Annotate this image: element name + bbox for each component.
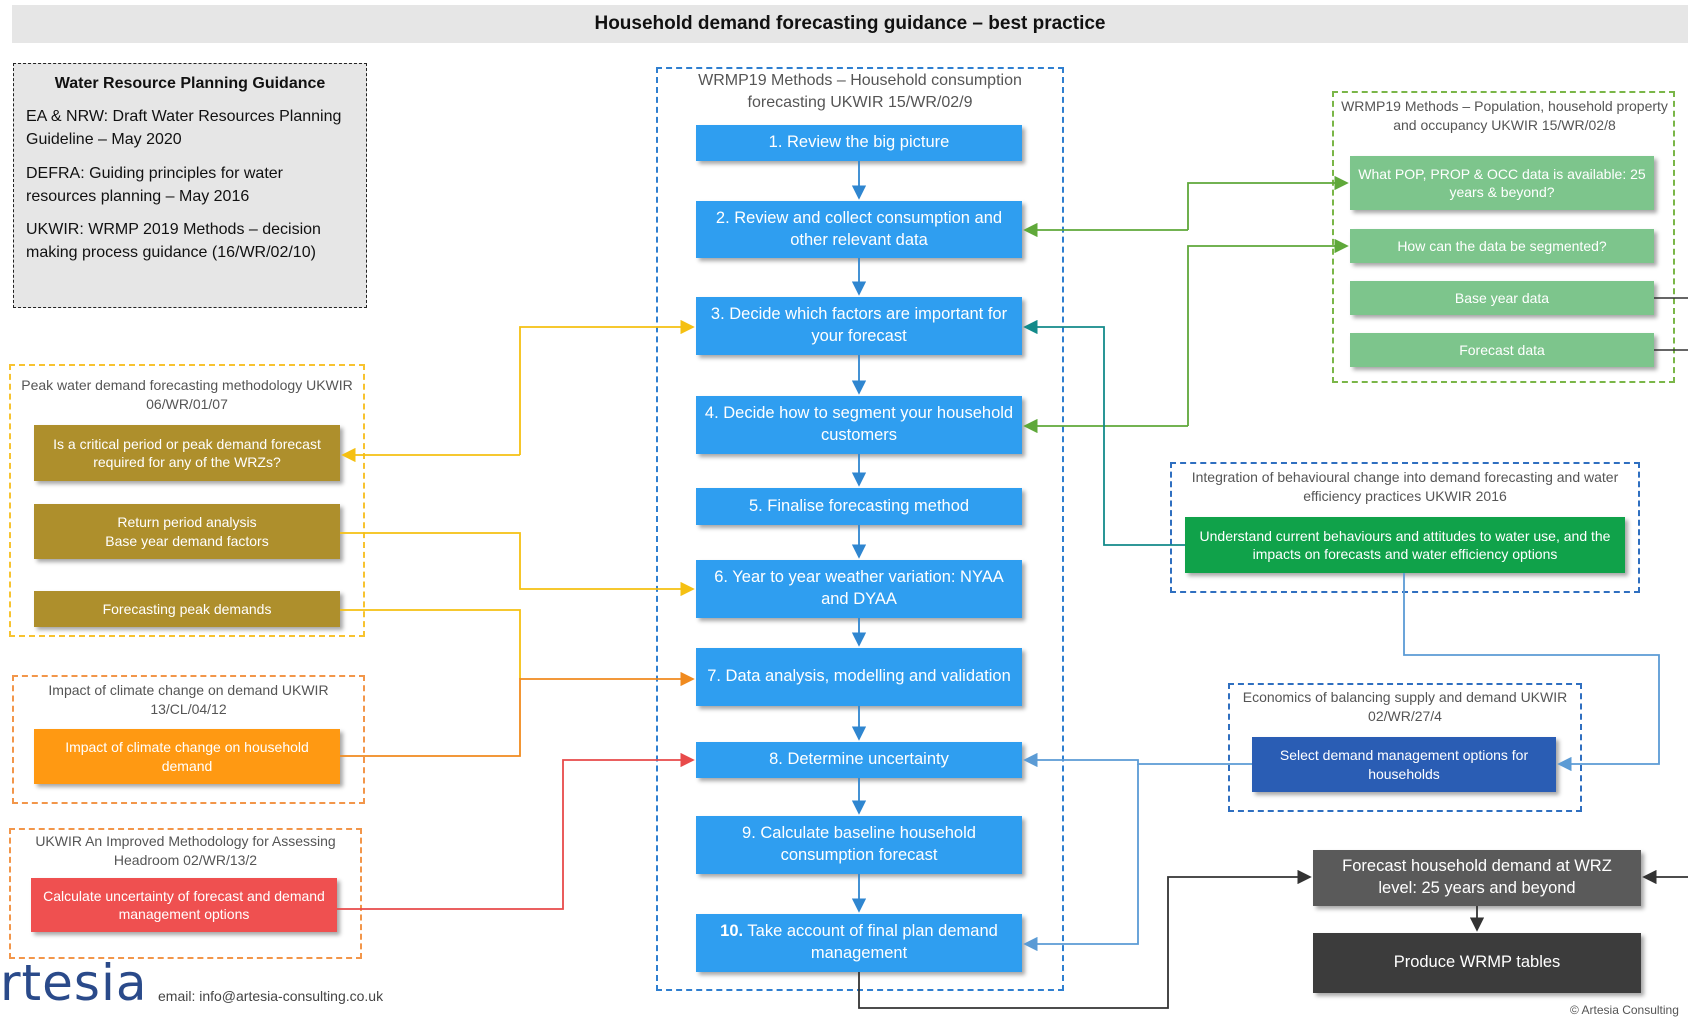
return-period-box[interactable]: Return period analysis Base year demand …: [34, 504, 340, 559]
box-text: Forecast data: [1459, 341, 1545, 358]
central-group: [656, 67, 1064, 991]
behaviour-link: [1023, 319, 1185, 546]
pop-data-box[interactable]: What POP, PROP & OCC data is available: …: [1350, 156, 1654, 210]
box-text: Forecasting peak demands: [102, 600, 272, 617]
demand-management-links: [1023, 573, 1660, 952]
segmentation-box[interactable]: How can the data be segmented?: [1350, 229, 1654, 263]
step-text: Take account of final plan demand manage…: [743, 922, 998, 962]
step-6[interactable]: 6. Year to year weather variation: NYAA …: [696, 560, 1022, 618]
step-text: 9. Calculate baseline household consumpt…: [742, 824, 976, 864]
step-8[interactable]: 8. Determine uncertainty: [696, 742, 1022, 778]
step-2[interactable]: 2. Review and collect consumption and ot…: [696, 201, 1022, 258]
artesia-logo: rtesia: [0, 954, 148, 1012]
step-10[interactable]: 10. Take account of final plan demand ma…: [696, 914, 1022, 972]
box-text: Impact of climate change on household de…: [65, 739, 309, 774]
step-text: 6. Year to year weather variation: NYAA …: [714, 568, 1004, 608]
population-group-label: WRMP19 Methods – Population, household p…: [1341, 98, 1668, 133]
population-links: [1023, 175, 1349, 434]
behaviour-group: [1170, 462, 1640, 593]
box-text: Produce WRMP tables: [1393, 953, 1561, 972]
climate-change-box[interactable]: Impact of climate change on household de…: [34, 729, 340, 784]
step-text: 3. Decide which factors are important fo…: [710, 305, 1008, 345]
step-text: 2. Review and collect consumption and ot…: [715, 208, 1003, 249]
headroom-link: [337, 752, 695, 910]
population-output-links: [1654, 297, 1688, 351]
guidance-heading: Water Resource Planning Guidance: [54, 75, 326, 92]
demand-management-box[interactable]: Select demand management options for hou…: [1252, 737, 1556, 792]
step-9[interactable]: 9. Calculate baseline household consumpt…: [696, 816, 1022, 874]
step-text: 5. Finalise forecasting method: [748, 496, 970, 515]
box-text: How can the data be segmented?: [1397, 237, 1607, 254]
behaviour-group-label: Integration of behavioural change into d…: [1191, 469, 1619, 504]
base-year-box[interactable]: Base year data: [1350, 281, 1654, 315]
wrmp-tables-box[interactable]: Produce WRMP tables: [1313, 933, 1641, 993]
step-text: 8. Determine uncertainty: [769, 750, 949, 769]
box-text: Calculate uncertainty of forecast and de…: [43, 887, 325, 922]
population-group: [1332, 91, 1675, 383]
box-text: Base year data: [1454, 289, 1550, 306]
climate-group-label: Impact of climate change on demand UKWIR…: [48, 682, 329, 717]
box-text: Select demand management options for hou…: [1279, 747, 1529, 782]
step-text: 10. Take account of final plan demand ma…: [704, 921, 1014, 965]
economics-group-label: Economics of balancing supply and demand…: [1242, 689, 1568, 724]
critical-period-box[interactable]: Is a critical period or peak demand fore…: [34, 425, 340, 481]
peak-links: [340, 319, 695, 679]
page-title: Household demand forecasting guidance – …: [12, 5, 1688, 43]
climate-link: [340, 671, 695, 757]
box-text: Understand current behaviours and attitu…: [1199, 527, 1611, 562]
guidance-item: UKWIR: WRMP 2019 Methods – decision maki…: [26, 220, 321, 262]
box-text: Forecast household demand at WRZ level: …: [1342, 857, 1612, 897]
output-links: [858, 869, 1688, 1009]
step-1[interactable]: 1. Review the big picture: [696, 125, 1022, 161]
forecasting-peak-box[interactable]: Forecasting peak demands: [34, 591, 340, 627]
forecast-wrz-box[interactable]: Forecast household demand at WRZ level: …: [1313, 850, 1641, 906]
headroom-group-label: UKWIR An Improved Methodology for Assess…: [35, 833, 336, 868]
step-3[interactable]: 3. Decide which factors are important fo…: [696, 297, 1022, 355]
step-5[interactable]: 5. Finalise forecasting method: [696, 488, 1022, 525]
step-text: 7. Data analysis, modelling and validati…: [707, 667, 1011, 686]
guidance-panel: Water Resource Planning Guidance EA & NR…: [13, 63, 367, 308]
step-4[interactable]: 4. Decide how to segment your household …: [696, 396, 1022, 454]
behaviour-box[interactable]: Understand current behaviours and attitu…: [1185, 517, 1625, 573]
step-text: 4. Decide how to segment your household …: [704, 404, 1014, 444]
step-text: 1. Review the big picture: [768, 133, 950, 152]
economics-group: [1228, 683, 1582, 812]
guidance-item: DEFRA: Guiding principles for water reso…: [26, 164, 283, 205]
peak-group-label: Peak water demand forecasting methodolog…: [21, 377, 353, 412]
uncertainty-box[interactable]: Calculate uncertainty of forecast and de…: [31, 878, 337, 932]
contact-email[interactable]: email: info@artesia-consulting.co.uk: [158, 988, 384, 1004]
climate-group: [12, 675, 365, 804]
peak-group: [9, 364, 365, 637]
step-number: 10.: [720, 922, 744, 941]
box-text: Is a critical period or peak demand fore…: [53, 435, 321, 470]
headroom-group: [9, 828, 362, 959]
box-text: Return period analysis Base year demand …: [105, 514, 269, 549]
forecast-data-box[interactable]: Forecast data: [1350, 333, 1654, 367]
box-text: What POP, PROP & OCC data is available: …: [1358, 165, 1646, 200]
step-7[interactable]: 7. Data analysis, modelling and validati…: [696, 648, 1022, 706]
copyright: © Artesia Consulting: [1570, 1003, 1679, 1017]
central-group-label: WRMP19 Methods – Household consumption f…: [698, 72, 1022, 111]
guidance-item: EA & NRW: Draft Water Resources Planning…: [26, 108, 342, 149]
